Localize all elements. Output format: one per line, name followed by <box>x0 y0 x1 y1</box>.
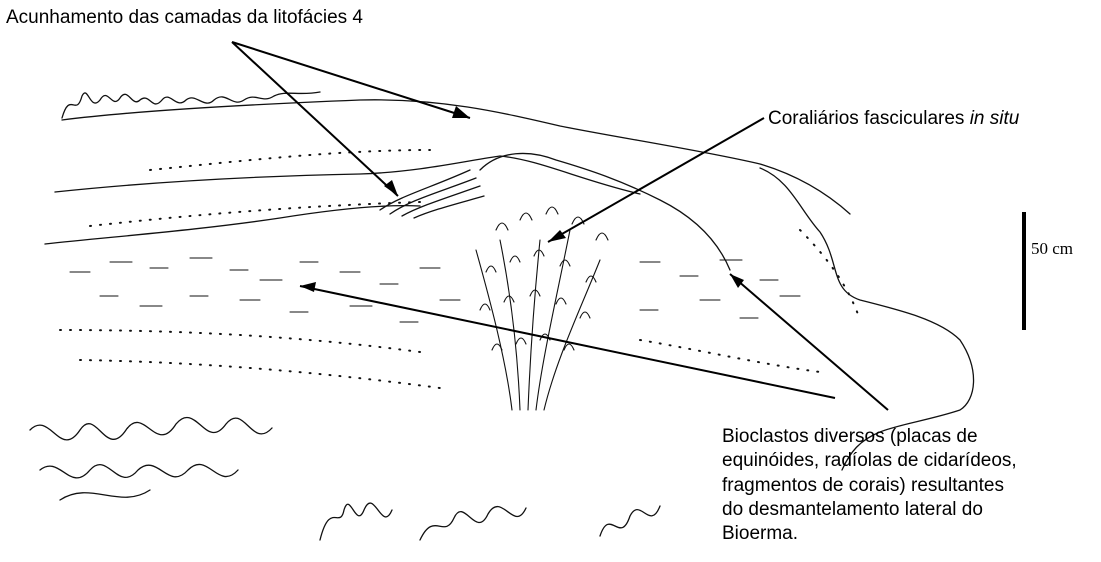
bottom-scribble-right <box>320 503 660 540</box>
bottom-scribble-left <box>30 417 272 500</box>
coral-dome <box>480 153 730 270</box>
wedge-bed-line <box>55 156 640 194</box>
label-corals-italic: in situ <box>970 108 1020 129</box>
leader-lines <box>232 42 888 410</box>
label-bioclasts-line: do desmantelamento lateral do <box>722 498 1017 522</box>
label-corals: Coraliários fasciculares in situ <box>768 107 1019 131</box>
leader-wedge-lower <box>232 42 398 196</box>
label-bioclasts: Bioclastos diversos (placas de equinóide… <box>722 425 1017 547</box>
arrowhead-bioclast-left <box>300 282 316 292</box>
label-corals-text: Coraliários fasciculares <box>768 108 970 129</box>
leader-wedge-upper <box>232 42 470 118</box>
dot-fill <box>60 150 860 388</box>
arrowhead-wedge-upper <box>452 106 470 118</box>
leader-corals <box>548 118 764 242</box>
leader-bioclast-right <box>730 274 888 410</box>
label-bioclasts-line: Bioclastos diversos (placas de <box>722 425 1017 449</box>
label-bioclasts-line: Bioerma. <box>722 522 1017 546</box>
label-bioclasts-line: fragmentos de corais) resultantes <box>722 474 1017 498</box>
arrowheads <box>300 106 744 292</box>
bioclast-fragments <box>70 258 800 322</box>
scale-label: 50 cm <box>1031 238 1073 260</box>
upper-bed-scribble <box>62 92 320 118</box>
arrowhead-corals <box>548 230 566 242</box>
scale-bar <box>1022 212 1026 330</box>
coral-branches <box>476 207 608 410</box>
arrowhead-bioclast-right <box>730 274 744 288</box>
label-bioclasts-line: equinóides, radíolas de cidarídeos, <box>722 449 1017 473</box>
arrowhead-wedge-lower <box>384 180 398 196</box>
label-wedge: Acunhamento das camadas da litofácies 4 <box>6 6 363 30</box>
